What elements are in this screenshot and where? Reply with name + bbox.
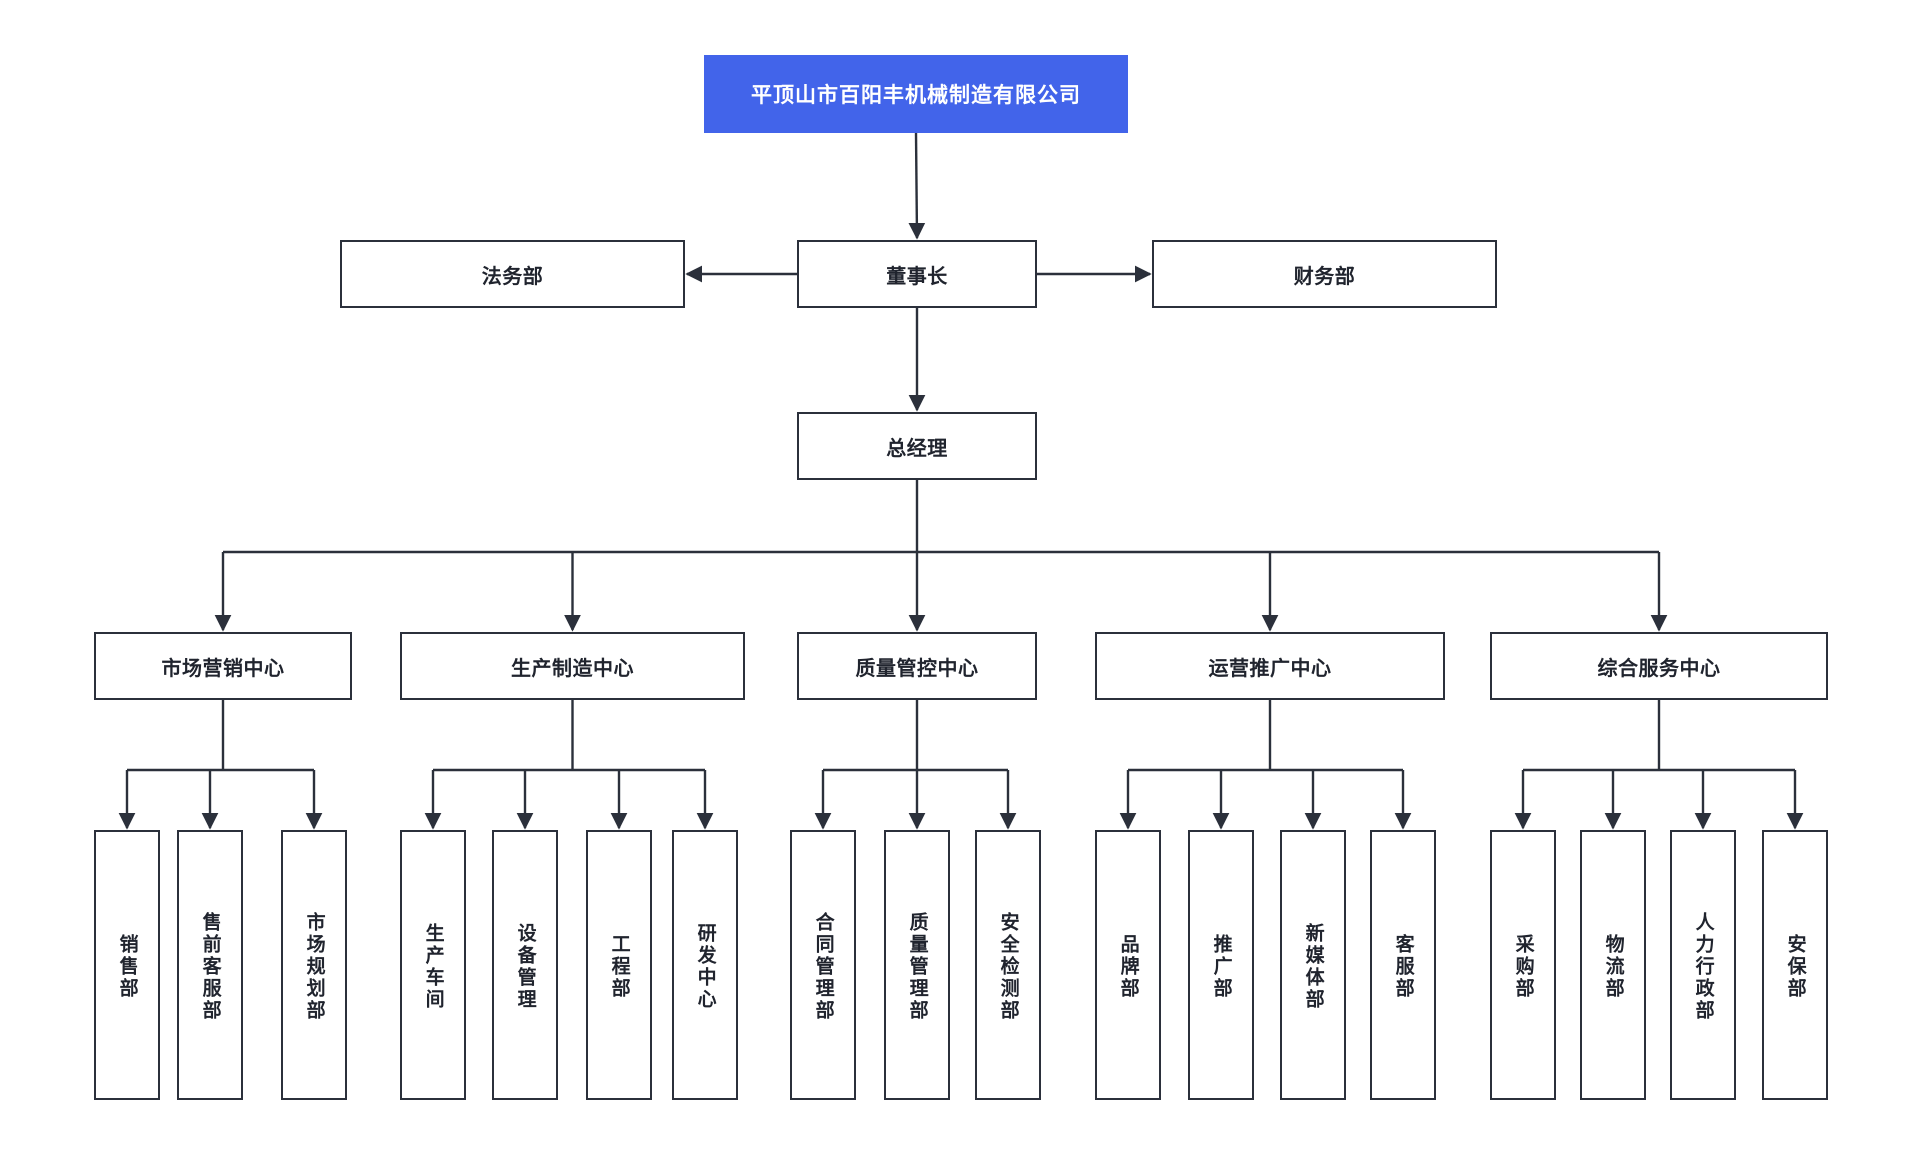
dept-node-0-1-label: 售前客服部 xyxy=(199,912,221,1022)
dept-node-4-3[interactable]: 安保部 xyxy=(1762,830,1828,1100)
dept-node-0-1[interactable]: 售前客服部 xyxy=(177,830,243,1100)
dept-node-3-0[interactable]: 品牌部 xyxy=(1095,830,1161,1100)
dept-node-4-2[interactable]: 人力行政部 xyxy=(1670,830,1736,1100)
dept-node-1-0-label: 生产车间 xyxy=(422,923,444,1011)
dept-node-2-2[interactable]: 安全检测部 xyxy=(975,830,1041,1100)
dept-node-2-0[interactable]: 合同管理部 xyxy=(790,830,856,1100)
dept-node-0-0-label: 销售部 xyxy=(116,934,138,1000)
chairman-node-label: 董事长 xyxy=(886,265,948,288)
dept-node-4-3-label: 安保部 xyxy=(1784,934,1806,1000)
dept-node-4-1[interactable]: 物流部 xyxy=(1580,830,1646,1100)
center-node-0-label: 市场营销中心 xyxy=(161,657,285,680)
dept-node-4-2-label: 人力行政部 xyxy=(1692,912,1714,1022)
dept-node-4-1-label: 物流部 xyxy=(1602,934,1624,1000)
dept-node-0-2[interactable]: 市场规划部 xyxy=(281,830,347,1100)
dept-node-3-3-label: 客服部 xyxy=(1392,934,1414,1000)
dept-node-2-1[interactable]: 质量管理部 xyxy=(884,830,950,1100)
dept-node-3-0-label: 品牌部 xyxy=(1117,934,1139,1000)
general-manager-node-label: 总经理 xyxy=(886,437,948,460)
dept-node-1-0[interactable]: 生产车间 xyxy=(400,830,466,1100)
dept-node-4-0-label: 采购部 xyxy=(1512,934,1534,1000)
dept-node-1-1-label: 设备管理 xyxy=(514,923,536,1011)
center-node-1-label: 生产制造中心 xyxy=(511,657,634,680)
dept-node-2-2-label: 安全检测部 xyxy=(997,912,1019,1022)
finance-dept-node-label: 财务部 xyxy=(1293,265,1356,288)
edge-root-to-chairman xyxy=(908,132,926,240)
dept-node-3-2-label: 新媒体部 xyxy=(1302,923,1324,1011)
dept-node-3-2[interactable]: 新媒体部 xyxy=(1280,830,1346,1100)
dept-node-3-1-label: 推广部 xyxy=(1210,934,1232,1000)
legal-dept-node[interactable]: 法务部 xyxy=(340,240,685,308)
company-root-node[interactable]: 平顶山市百阳丰机械制造有限公司 xyxy=(704,55,1128,133)
center-node-4[interactable]: 综合服务中心 xyxy=(1490,632,1828,700)
dept-node-1-2[interactable]: 工程部 xyxy=(586,830,652,1100)
center-node-3[interactable]: 运营推广中心 xyxy=(1095,632,1445,700)
finance-dept-node[interactable]: 财务部 xyxy=(1152,240,1497,308)
dept-node-0-0[interactable]: 销售部 xyxy=(94,830,160,1100)
dept-node-1-1[interactable]: 设备管理 xyxy=(492,830,558,1100)
center-node-3-label: 运营推广中心 xyxy=(1208,657,1332,680)
dept-node-1-3-label: 研发中心 xyxy=(694,923,716,1011)
center-node-0[interactable]: 市场营销中心 xyxy=(94,632,352,700)
dept-node-2-0-label: 合同管理部 xyxy=(812,912,834,1022)
dept-node-1-3[interactable]: 研发中心 xyxy=(672,830,738,1100)
legal-dept-node-label: 法务部 xyxy=(481,265,544,288)
center-node-2[interactable]: 质量管控中心 xyxy=(797,632,1037,700)
general-manager-node[interactable]: 总经理 xyxy=(797,412,1037,480)
center-node-2-label: 质量管控中心 xyxy=(855,657,979,680)
center-node-4-label: 综合服务中心 xyxy=(1597,657,1721,680)
dept-node-1-2-label: 工程部 xyxy=(608,934,630,1000)
dept-node-2-1-label: 质量管理部 xyxy=(906,912,928,1022)
center-node-1[interactable]: 生产制造中心 xyxy=(400,632,745,700)
dept-node-4-0[interactable]: 采购部 xyxy=(1490,830,1556,1100)
dept-node-3-3[interactable]: 客服部 xyxy=(1370,830,1436,1100)
dept-node-0-2-label: 市场规划部 xyxy=(303,912,325,1022)
dept-node-3-1[interactable]: 推广部 xyxy=(1188,830,1254,1100)
company-root-node-label: 平顶山市百阳丰机械制造有限公司 xyxy=(751,84,1081,107)
chairman-node[interactable]: 董事长 xyxy=(797,240,1037,308)
